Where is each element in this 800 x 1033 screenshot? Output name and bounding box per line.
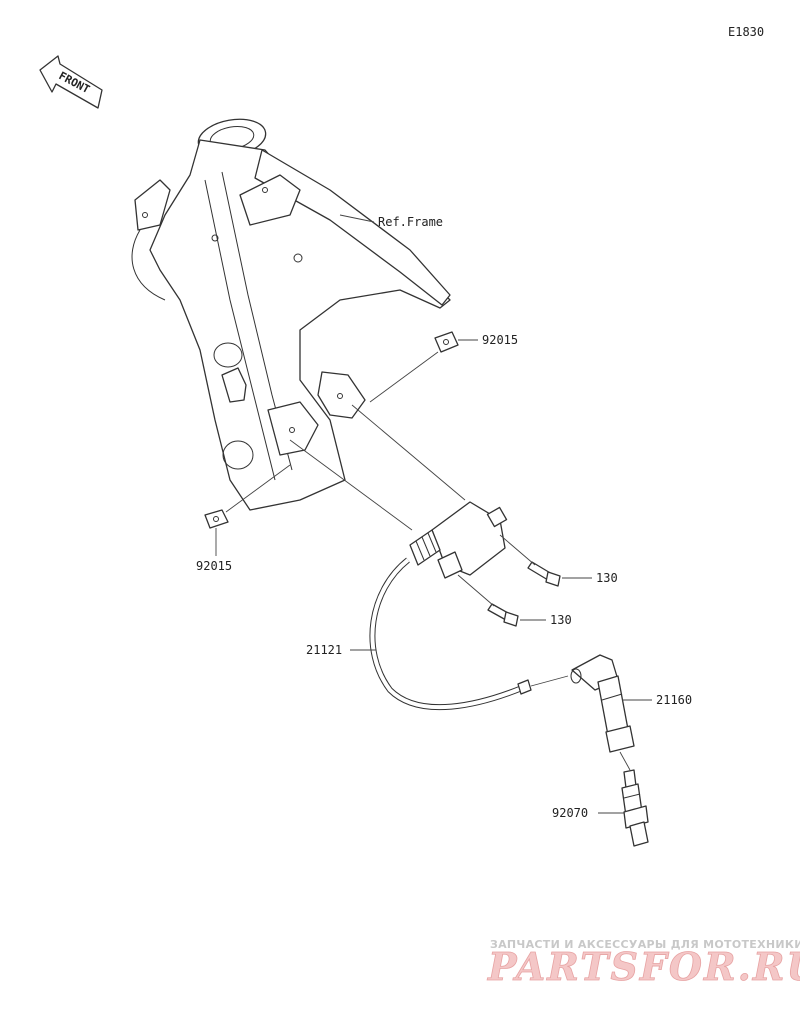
callout-130-upper: 130	[596, 571, 618, 585]
watermark-tagline: ЗАПЧАСТИ И АКСЕССУАРЫ ДЛЯ МОТОТЕХНИКИ	[490, 938, 800, 951]
diagram-code: E1830	[728, 25, 764, 39]
spark-plug-cap	[570, 654, 635, 753]
bolt-130-lower	[487, 603, 519, 627]
spark-plug	[621, 769, 649, 847]
callout-92015-upper: 92015	[482, 333, 518, 347]
callout-92015-lower: 92015	[196, 559, 232, 573]
bolt-130-upper	[527, 561, 561, 587]
frame-ref-drawing	[131, 118, 451, 511]
nut-92015-lower	[204, 509, 229, 529]
ref-frame-label: Ref.Frame	[378, 215, 443, 229]
callout-92070: 92070	[552, 806, 588, 820]
callout-130-lower: 130	[550, 613, 572, 627]
nut-92015-upper	[434, 331, 459, 353]
watermark-brand: PARTSFOR.RU	[487, 944, 800, 989]
high-tension-lead	[369, 557, 532, 711]
callout-21160: 21160	[656, 693, 692, 707]
front-arrow-icon: FRONT	[39, 55, 103, 109]
callout-21121: 21121	[306, 643, 342, 657]
ignition-coil	[409, 501, 508, 579]
